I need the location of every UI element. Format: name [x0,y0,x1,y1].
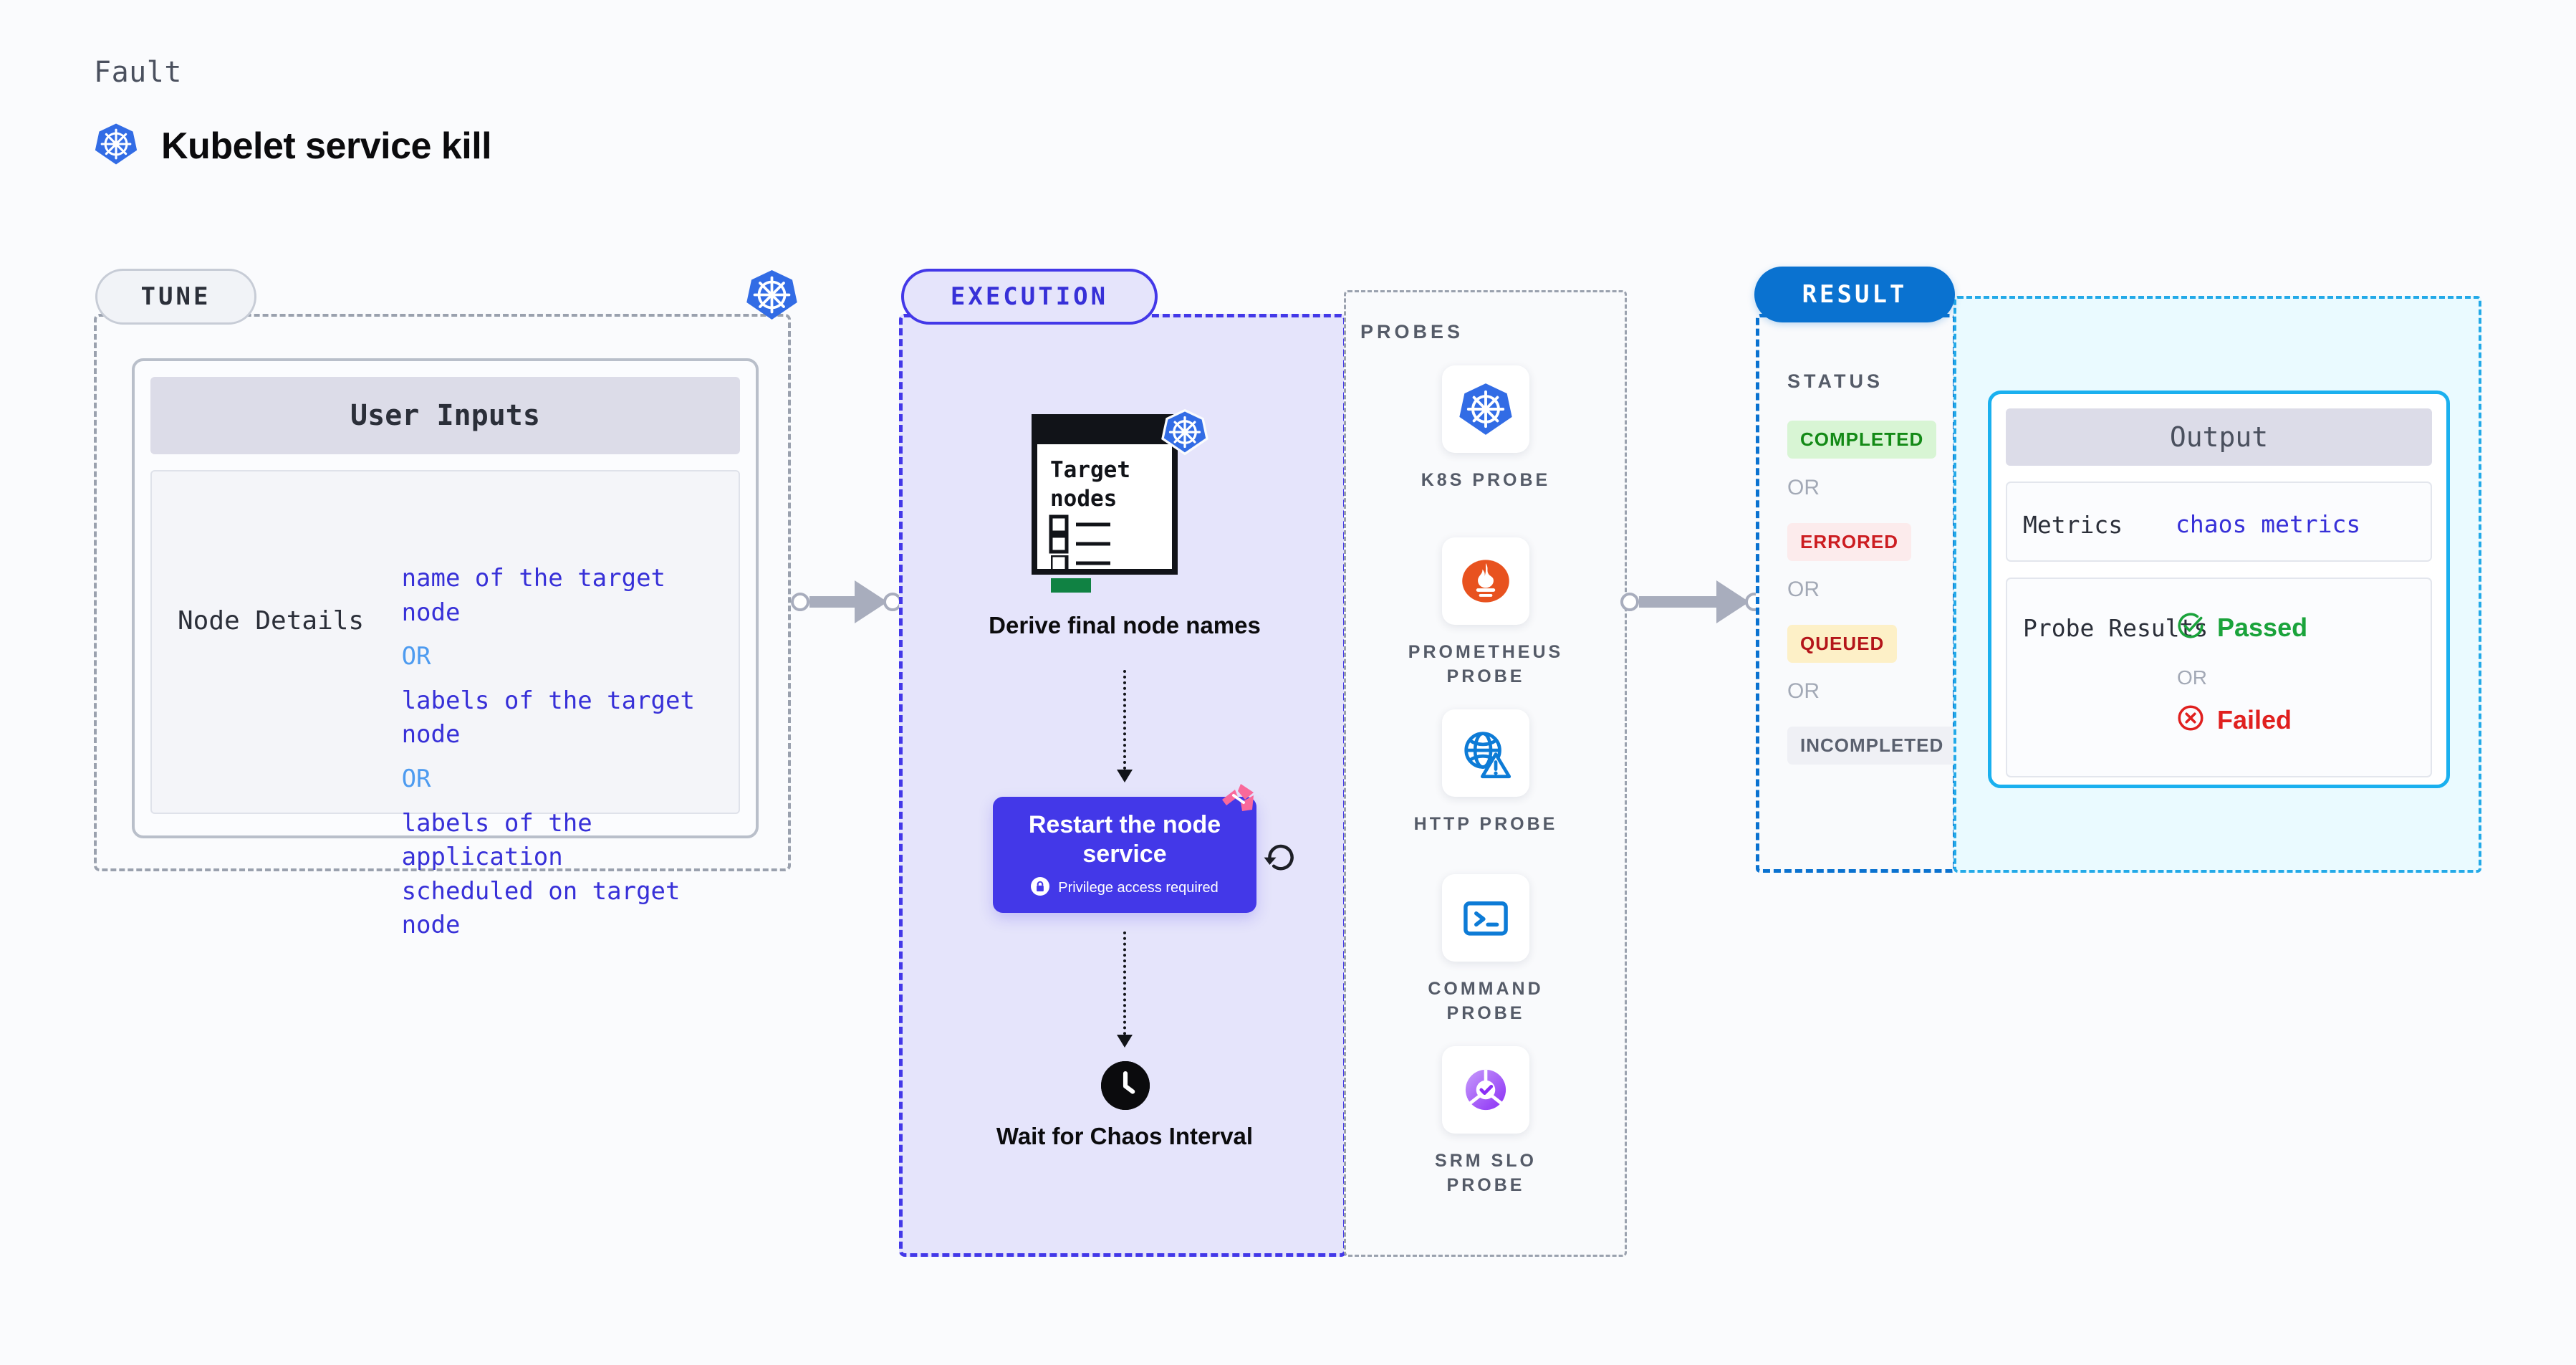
kubernetes-icon [745,268,799,322]
probe-item-http[interactable]: HTTP PROBE [1393,709,1579,837]
connector-execution-result [1620,580,1764,623]
node-details-key: Node Details [178,606,365,636]
connector-tune-execution [791,580,902,623]
flow-arrow-tip [1117,770,1133,782]
tune-stage [94,314,791,871]
connector-line [1639,596,1718,608]
connector-arrowhead [1716,580,1749,623]
slo-check-icon [1442,1046,1529,1134]
flow-arrow-1 [1117,670,1133,782]
status-or-2: OR [1787,578,1820,601]
probe-result-or: OR [2177,666,2207,689]
node-label-restart-node-service: Restart the node service [1028,810,1221,868]
result-stage [1756,314,1956,873]
svg-text:nodes: nodes [1050,486,1117,512]
connector-line [809,596,856,608]
connector-dot-left [791,593,809,611]
prometheus-icon [1442,537,1529,625]
x-circle-icon [2176,703,2206,737]
status-section-label: STATUS [1787,370,1883,392]
harness-logo-icon [1219,781,1259,825]
target-nodes-progress [1049,553,1166,598]
output-metrics-key: Metrics [2023,511,2123,539]
kubernetes-icon [1161,408,1208,459]
probe-item-command[interactable]: COMMAND PROBE [1393,874,1579,1026]
status-badge-completed: COMPLETED [1787,421,1937,459]
page-title-row: Kubelet service kill [94,122,492,170]
flow-arrow-2 [1117,931,1133,1048]
flow-arrow-line [1123,670,1126,781]
output-metrics-section: Metrics chaos metrics [2006,482,2432,562]
privilege-note-text: Privilege access required [1058,880,1219,896]
output-probe-results-section: Probe Results Passed OR [2006,578,2432,777]
node-details-value-3: labels of the application scheduled on t… [401,808,681,940]
user-inputs-panel: User Inputs Node Details name of the tar… [132,358,759,939]
flow-arrow-line [1123,931,1126,1046]
node-details-or-1: OR [401,642,431,671]
node-label-wait-chaos-interval: Wait for Chaos Interval [996,1123,1254,1149]
kubernetes-icon [94,122,138,170]
clock-icon [1101,1061,1150,1110]
result-stage-pill[interactable]: RESULT [1754,267,1955,322]
connector-dot-left [1620,593,1639,611]
target-nodes-list-icon: Target nodes [1032,414,1189,575]
probe-label-prometheus: PROMETHEUS PROBE [1408,642,1564,686]
status-badge-errored: ERRORED [1787,523,1912,561]
probe-result-failed: Failed [2176,703,2292,737]
eyebrow-label: Fault [94,56,182,89]
probe-label-http: HTTP PROBE [1413,814,1558,834]
probe-result-failed-label: Failed [2217,704,2292,734]
svg-text:Target: Target [1050,457,1130,483]
output-title: Output [2006,408,2432,466]
tune-stage-pill[interactable]: TUNE [95,269,256,325]
probes-section-label: PROBES [1360,321,1464,343]
connector-arrowhead [855,580,888,623]
node-card-restart-node-service[interactable]: Restart the node service Privilege acces… [993,797,1256,913]
output-metrics-value[interactable]: chaos metrics [2176,510,2361,538]
refresh-loop-icon[interactable] [1262,837,1299,878]
node-details-row: Node Details name of the target node OR … [178,562,739,943]
kubernetes-icon [1442,365,1529,453]
node-details-value-1: name of the target node [401,564,666,627]
probe-item-prometheus[interactable]: PROMETHEUS PROBE [1393,537,1579,689]
user-inputs-title: User Inputs [150,377,740,454]
page-title: Kubelet service kill [161,125,492,167]
user-inputs-body: Node Details name of the target node OR … [150,470,740,939]
probe-result-passed-label: Passed [2217,612,2308,642]
check-circle-icon [2176,610,2206,644]
node-details-values: name of the target node OR labels of the… [402,562,739,943]
status-or-3: OR [1787,679,1820,703]
status-or-1: OR [1787,476,1820,499]
output-panel: Output Metrics chaos metrics Probe Resul… [1988,391,2450,788]
probe-label-k8s: K8S PROBE [1421,470,1551,490]
probe-label-command: COMMAND PROBE [1428,979,1544,1023]
privilege-note: Privilege access required [1031,877,1219,899]
execution-stage-pill[interactable]: EXECUTION [901,269,1158,325]
probe-item-k8s[interactable]: K8S PROBE [1393,365,1579,493]
node-details-value-2: labels of the target node [401,686,695,749]
lock-icon [1031,877,1050,899]
probe-label-srm-slo: SRM SLO PROBE [1435,1151,1537,1195]
globe-warning-icon [1442,709,1529,797]
probe-result-passed: Passed [2176,610,2307,644]
probe-item-srm-slo[interactable]: SRM SLO PROBE [1393,1046,1579,1198]
status-badge-incompleted: INCOMPLETED [1787,727,1957,765]
status-badge-queued: QUEUED [1787,625,1898,663]
flow-arrow-tip [1117,1035,1133,1048]
node-label-derive-node-names: Derive final node names [989,612,1261,638]
node-details-or-2: OR [401,764,431,793]
terminal-icon [1442,874,1529,962]
